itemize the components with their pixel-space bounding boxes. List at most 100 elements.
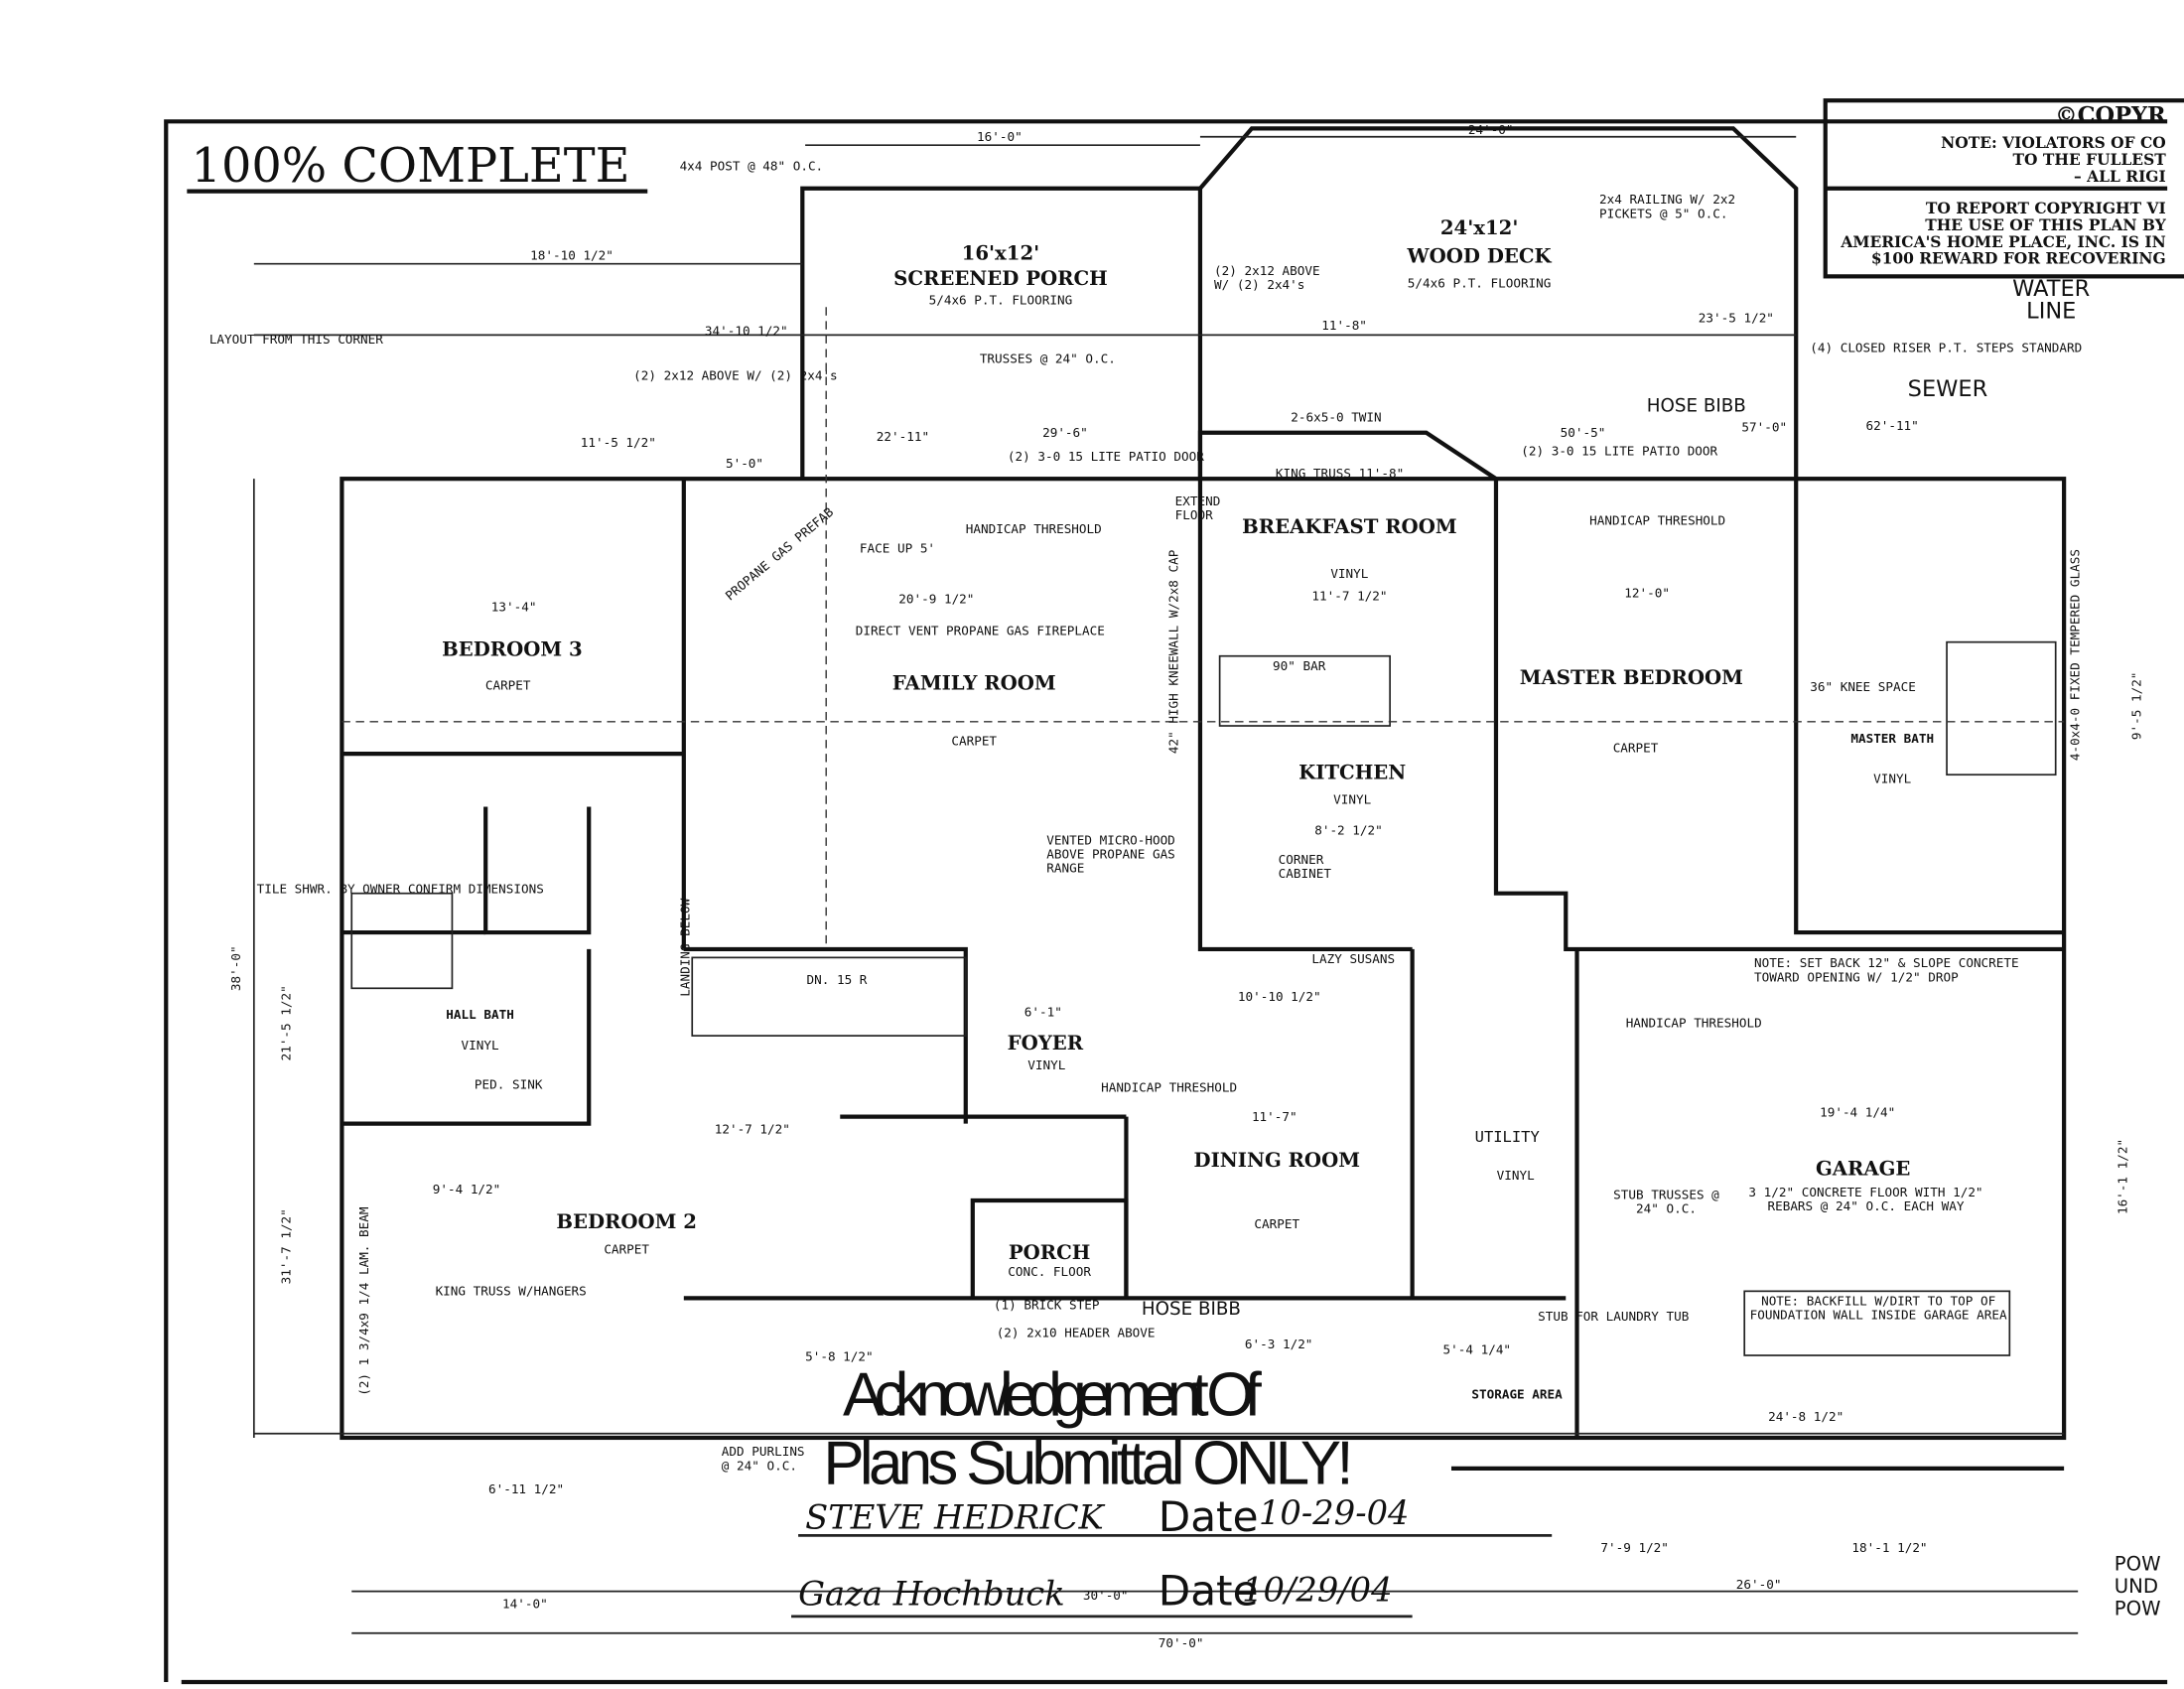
svg-text:WOOD DECK: WOOD DECK xyxy=(1407,244,1553,267)
svg-text:11'-7": 11'-7" xyxy=(1252,1109,1297,1124)
room-breakfast: BREAKFAST ROOM VINYL xyxy=(1242,515,1457,581)
copyright-line: THE USE OF THIS PLAN BY xyxy=(1925,215,2167,234)
svg-text:BEDROOM 3: BEDROOM 3 xyxy=(442,638,583,661)
svg-text:23'-5 1/2": 23'-5 1/2" xyxy=(1699,311,1774,326)
corner-cabinet-note: CORNER CABINET xyxy=(1278,854,1332,883)
svg-text:MASTER BEDROOM: MASTER BEDROOM xyxy=(1520,666,1743,689)
svg-text:KING TRUSS 11'-8": KING TRUSS 11'-8" xyxy=(1276,466,1404,481)
svg-text:VINYL: VINYL xyxy=(1330,566,1368,581)
wall xyxy=(1197,479,1413,952)
copyright-line: $100 REWARD FOR RECOVERING xyxy=(1871,249,2166,268)
svg-text:CARPET: CARPET xyxy=(485,677,531,692)
house-outline xyxy=(340,477,2067,1441)
svg-text:31'-7 1/2": 31'-7 1/2" xyxy=(278,1208,293,1284)
svg-text:18'-10 1/2": 18'-10 1/2" xyxy=(530,247,614,262)
svg-text:5'-4 1/4": 5'-4 1/4" xyxy=(1443,1342,1512,1357)
stub-trusses-note: STUB TRUSSES @ 24" O.C. xyxy=(1613,1189,1719,1217)
svg-text:8'-2 1/2": 8'-2 1/2" xyxy=(1314,823,1383,838)
stamp-heading: Plans Submittal ONLY! xyxy=(823,1429,1353,1497)
svg-text:6'-1": 6'-1" xyxy=(1024,1004,1062,1019)
svg-text:5/4x6 P.T. FLOORING: 5/4x6 P.T. FLOORING xyxy=(929,292,1073,307)
front-porch-walls xyxy=(970,1197,1129,1301)
date-label: Date xyxy=(1159,1492,1259,1541)
microhood-note: VENTED MICRO-HOOD ABOVE PROPANE GAS RANG… xyxy=(1046,834,1175,877)
svg-text:DIRECT VENT PROPANE GAS FIREPL: DIRECT VENT PROPANE GAS FIREPLACE xyxy=(856,624,1105,638)
svg-text:(2) 2x12 ABOVE W/ (2) 2x4's: (2) 2x12 ABOVE W/ (2) 2x4's xyxy=(633,367,837,382)
svg-text:(1) BRICK STEP: (1) BRICK STEP xyxy=(994,1298,1100,1313)
svg-text:CARPET: CARPET xyxy=(951,734,997,749)
svg-text:PED. SINK: PED. SINK xyxy=(475,1077,543,1092)
room-hall-bath: HALL BATH VINYL xyxy=(446,1007,513,1053)
svg-text:LAZY SUSANS: LAZY SUSANS xyxy=(1311,951,1395,966)
wall xyxy=(1794,479,2065,935)
svg-text:57'-0": 57'-0" xyxy=(1741,419,1787,434)
wall xyxy=(1493,479,2065,952)
svg-text:VINYL: VINYL xyxy=(1497,1168,1535,1183)
hose-bibb-label: HOSE BIBB xyxy=(1142,1299,1241,1320)
svg-text:90" BAR: 90" BAR xyxy=(1273,658,1326,673)
svg-text:(4) CLOSED RISER P.T. STEPS ST: (4) CLOSED RISER P.T. STEPS STANDARD xyxy=(1810,340,2082,354)
wall xyxy=(1124,1116,1413,1301)
svg-text:4x4 POST @ 48" O.C.: 4x4 POST @ 48" O.C. xyxy=(680,159,824,174)
svg-text:20'-9 1/2": 20'-9 1/2" xyxy=(898,591,974,606)
svg-text:24'x12': 24'x12' xyxy=(1440,216,1519,239)
plan-notes: LAYOUT FROM THIS CORNER 4x4 POST @ 48" O… xyxy=(209,159,2083,1475)
svg-text:PORCH: PORCH xyxy=(1009,1241,1091,1264)
svg-text:DINING ROOM: DINING ROOM xyxy=(1194,1149,1360,1172)
power-label: POW xyxy=(2115,1597,2161,1619)
svg-text:62'-11": 62'-11" xyxy=(1866,418,1919,433)
svg-text:BEDROOM 2: BEDROOM 2 xyxy=(556,1210,697,1233)
svg-text:11'-7 1/2": 11'-7 1/2" xyxy=(1311,588,1387,603)
svg-text:HANDICAP THRESHOLD: HANDICAP THRESHOLD xyxy=(1101,1079,1237,1094)
date-label: Date xyxy=(1159,1567,1259,1616)
svg-text:SCREENED PORCH: SCREENED PORCH xyxy=(893,267,1108,290)
wood-deck-walls xyxy=(1198,126,1799,480)
svg-text:4-0x4-0 FIXED TEMPERED GLASS: 4-0x4-0 FIXED TEMPERED GLASS xyxy=(2068,549,2083,761)
wall xyxy=(1410,948,1567,1301)
copyright-line: AMERICA'S HOME PLACE, INC. IS IN xyxy=(1840,232,2165,251)
dimension-labels: 16'-0" 24'-0" 18'-10 1/2" 34'-10 1/2" 11… xyxy=(228,122,2144,1650)
svg-text:HANDICAP THRESHOLD: HANDICAP THRESHOLD xyxy=(1589,513,1725,528)
railing-note: 2x4 RAILING W/ 2x2 PICKETS @ 5" O.C. xyxy=(1599,194,1736,222)
wall xyxy=(341,948,592,1126)
svg-text:18'-1 1/2": 18'-1 1/2" xyxy=(1851,1540,1927,1555)
copyright-heading: ©COPYR xyxy=(2055,103,2166,129)
stamp-heading: Acknowledgement Of xyxy=(843,1360,1263,1429)
svg-text:HANDICAP THRESHOLD: HANDICAP THRESHOLD xyxy=(966,521,1102,536)
svg-text:38'-0": 38'-0" xyxy=(228,945,243,991)
svg-text:9'-4 1/2": 9'-4 1/2" xyxy=(433,1182,501,1196)
svg-text:9'-5 1/2": 9'-5 1/2" xyxy=(2128,672,2143,740)
svg-text:LANDING BELOW: LANDING BELOW xyxy=(677,898,692,996)
room-garage: GARAGE 3 1/2" CONCRETE FLOOR WITH 1/2" R… xyxy=(1748,1158,1983,1215)
svg-text:FOYER: FOYER xyxy=(1008,1032,1084,1055)
copyright-line: TO THE FULLEST xyxy=(2013,150,2167,169)
svg-text:(2) 1 3/4x9 1/4 LAM. BEAM: (2) 1 3/4x9 1/4 LAM. BEAM xyxy=(356,1206,371,1396)
svg-text:24'-8 1/2": 24'-8 1/2" xyxy=(1768,1409,1843,1424)
svg-text:22'-11": 22'-11" xyxy=(877,429,929,444)
stair xyxy=(691,956,967,1037)
svg-text:24'-0": 24'-0" xyxy=(1468,122,1514,137)
garage-floor-note: 3 1/2" CONCRETE FLOOR WITH 1/2" REBARS @… xyxy=(1748,1186,1983,1215)
svg-text:FACE UP 5': FACE UP 5' xyxy=(860,541,935,556)
svg-text:TILE SHWR. BY OWNER CONFIRM DI: TILE SHWR. BY OWNER CONFIRM DIMENSIONS xyxy=(257,882,544,897)
copyright-line: TO REPORT COPYRIGHT VI xyxy=(1926,199,2166,217)
svg-text:(2) 3-0 15 LITE PATIO DOOR: (2) 3-0 15 LITE PATIO DOOR xyxy=(1521,443,1717,458)
completion-title: 100% COMPLETE xyxy=(192,139,630,194)
backfill-note-box xyxy=(1743,1290,2011,1356)
svg-text:7'-9 1/2": 7'-9 1/2" xyxy=(1600,1540,1668,1555)
svg-text:BREAKFAST ROOM: BREAKFAST ROOM xyxy=(1242,515,1457,538)
svg-text:2-6x5-0 TWIN: 2-6x5-0 TWIN xyxy=(1291,410,1381,425)
svg-text:5'-8 1/2": 5'-8 1/2" xyxy=(805,1349,874,1364)
breakfast-bay xyxy=(1197,430,1498,481)
wall xyxy=(483,806,592,935)
water-line-label: LINE xyxy=(2026,299,2076,325)
svg-text:16'-1 1/2": 16'-1 1/2" xyxy=(2115,1139,2129,1214)
power-label: POW xyxy=(2115,1553,2161,1576)
svg-text:12'-0": 12'-0" xyxy=(1624,586,1670,601)
room-screened-porch: 16'x12' SCREENED PORCH 5/4x6 P.T. FLOORI… xyxy=(893,241,1108,307)
svg-text:PROPANE GAS PREFAB: PROPANE GAS PREFAB xyxy=(723,504,837,604)
hose-bibb-label: HOSE BIBB xyxy=(1647,396,1746,417)
room-master-bedroom: MASTER BEDROOM CARPET xyxy=(1520,666,1743,756)
svg-text:11'-8": 11'-8" xyxy=(1321,318,1367,333)
